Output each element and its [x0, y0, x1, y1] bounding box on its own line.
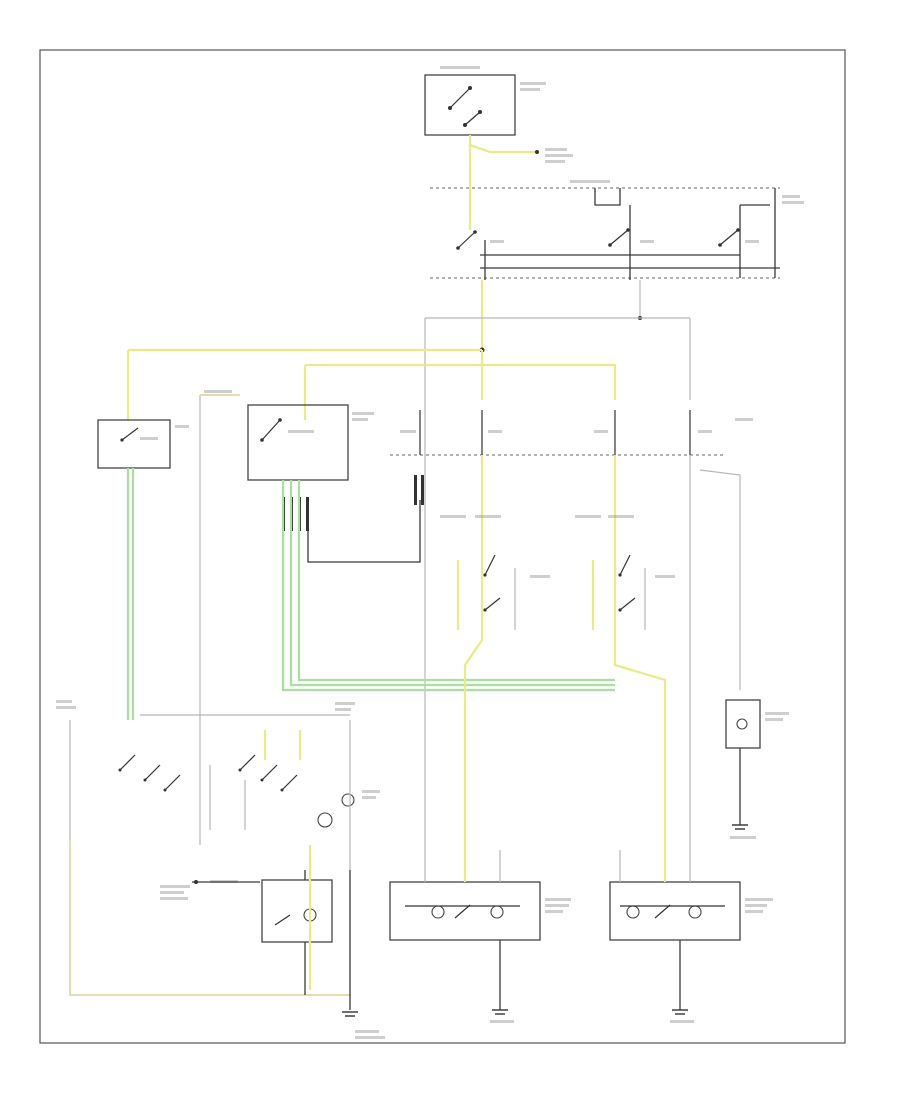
indicator-right	[725, 699, 789, 839]
headlight-switch	[56, 700, 380, 870]
combination-switch	[430, 180, 804, 280]
ground-left	[342, 870, 385, 1039]
relay-center	[247, 404, 374, 481]
connector-bundle-center	[414, 475, 424, 505]
connector-bundle-left	[282, 497, 309, 531]
left-headlamp	[389, 850, 571, 1023]
diagram-frame	[39, 49, 846, 1044]
fuse-block	[390, 410, 753, 456]
relay-low-beam-left	[440, 515, 550, 630]
ignition-switch	[424, 66, 546, 136]
relay-low-beam-right	[575, 515, 675, 630]
tail-lamp-left	[160, 879, 333, 943]
right-headlamp	[609, 850, 773, 1023]
relay-left	[97, 419, 189, 469]
